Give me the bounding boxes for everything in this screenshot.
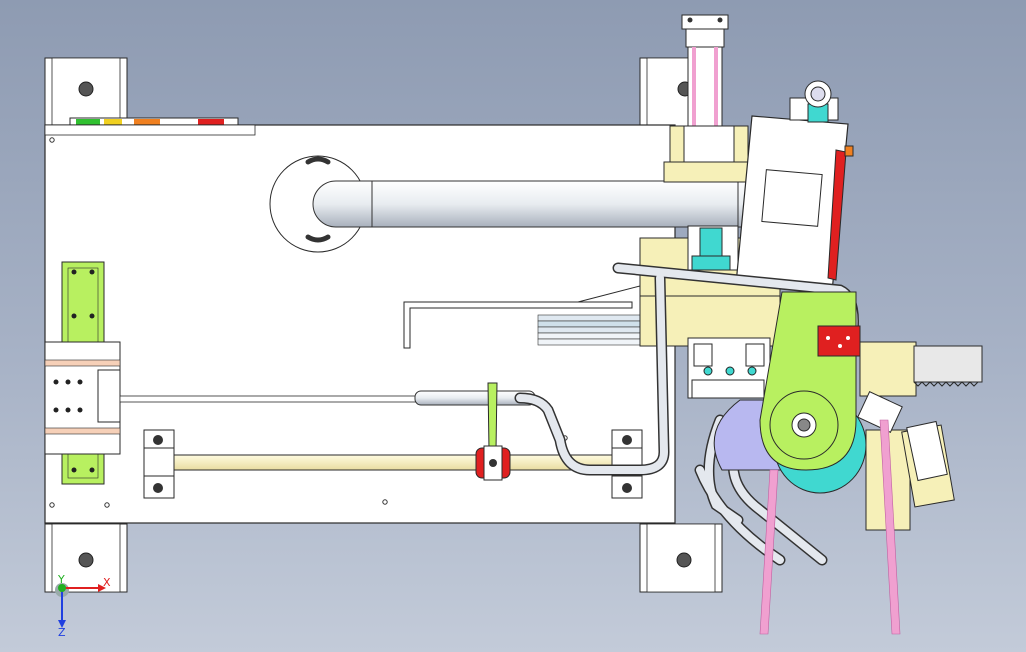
fixture-block xyxy=(687,337,771,399)
l-bracket xyxy=(403,301,633,349)
y-axis-label: Y xyxy=(57,573,65,586)
pink-tubes xyxy=(759,419,901,635)
foot-bottom-left xyxy=(44,523,128,593)
valve-box xyxy=(735,80,854,293)
main-tube xyxy=(312,180,814,228)
red-roller-assembly xyxy=(475,382,511,481)
coordinate-triad: X Y Z xyxy=(55,573,111,639)
foot-top-left xyxy=(44,57,128,127)
z-axis-label: Z xyxy=(58,626,66,639)
green-arm xyxy=(759,291,861,471)
foot-bottom-right xyxy=(639,523,723,593)
right-clamps xyxy=(857,391,955,531)
x-axis-label: X xyxy=(103,576,111,589)
rack-assembly xyxy=(859,341,983,397)
vertical-cylinder xyxy=(663,14,755,183)
y-axis-dot xyxy=(58,584,66,592)
left-carriage xyxy=(44,341,121,455)
